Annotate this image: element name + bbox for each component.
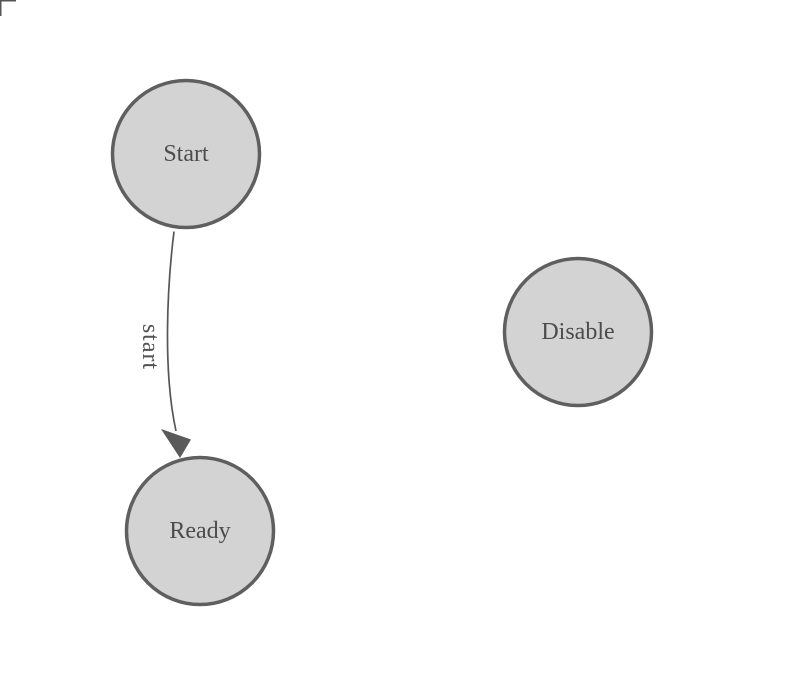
arrowhead-icon (161, 429, 191, 458)
state-circle-ready[interactable] (124, 455, 276, 607)
state-circle-disable[interactable] (502, 256, 654, 408)
transition-edge-start-ready: start (137, 231, 191, 458)
node-label-start: Start (163, 141, 209, 167)
edge-path[interactable] (166, 231, 177, 432)
state-node-start: Start (110, 78, 262, 230)
state-node-ready: Ready (124, 455, 276, 607)
origin-corner-mark (0, 0, 16, 16)
state-node-disable: Disable (502, 256, 654, 408)
node-label-disable: Disable (541, 319, 614, 345)
state-circle-start[interactable] (110, 78, 262, 230)
transition-label[interactable]: start (137, 324, 163, 370)
node-label-ready: Ready (169, 518, 230, 544)
